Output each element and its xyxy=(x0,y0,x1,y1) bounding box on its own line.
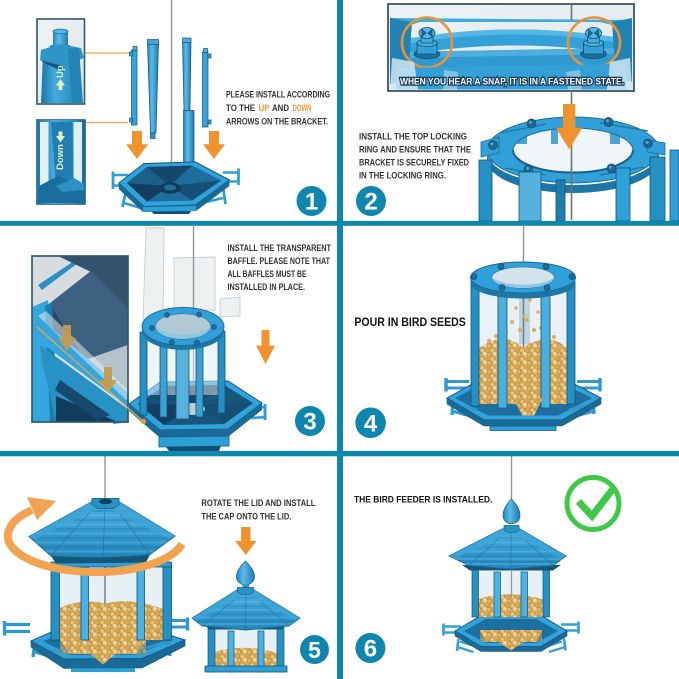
svg-text:ALL BAFFLES MUST BE: ALL BAFFLES MUST BE xyxy=(228,269,307,280)
svg-text:POUR IN BIRD SEEDS: POUR IN BIRD SEEDS xyxy=(354,316,466,329)
svg-text:4: 4 xyxy=(364,410,378,437)
svg-text:DOWN: DOWN xyxy=(293,103,312,114)
svg-text:Up: Up xyxy=(55,65,66,78)
svg-text:6: 6 xyxy=(364,636,377,663)
svg-text:5: 5 xyxy=(308,637,321,663)
svg-text:ARROWS ON THE BRACKET.: ARROWS ON THE BRACKET. xyxy=(226,116,328,127)
svg-text:3: 3 xyxy=(303,409,316,436)
svg-text:THE CAP ONTO THE LID.: THE CAP ONTO THE LID. xyxy=(201,512,291,523)
svg-text:BAFFLE. PLEASE NOTE THAT: BAFFLE. PLEASE NOTE THAT xyxy=(228,256,331,267)
svg-text:2: 2 xyxy=(364,189,377,216)
svg-text:ROTATE THE LID AND INSTALL: ROTATE THE LID AND INSTALL xyxy=(201,498,315,509)
svg-text:PLEASE INSTALL ACCORDING: PLEASE INSTALL ACCORDING xyxy=(226,90,330,101)
svg-text:Down: Down xyxy=(55,144,66,170)
svg-text:RING AND ENSURE THAT THE: RING AND ENSURE THAT THE xyxy=(359,145,471,156)
svg-text:INSTALLED IN PLACE.: INSTALLED IN PLACE. xyxy=(228,282,306,293)
svg-text:TO THE: TO THE xyxy=(226,103,255,114)
svg-text:AND: AND xyxy=(272,103,289,114)
svg-text:1: 1 xyxy=(305,189,318,216)
svg-text:UP: UP xyxy=(259,103,270,114)
svg-text:WHEN YOU HEAR A SNAP, IT IS IN: WHEN YOU HEAR A SNAP, IT IS IN A FASTENE… xyxy=(400,77,624,87)
svg-text:THE BIRD FEEDER IS INSTALLED.: THE BIRD FEEDER IS INSTALLED. xyxy=(354,495,492,506)
svg-text:IN THE LOCKING RING.: IN THE LOCKING RING. xyxy=(359,171,446,182)
svg-text:INSTALL THE TOP LOCKING: INSTALL THE TOP LOCKING xyxy=(359,132,467,143)
svg-text:INSTALL THE TRANSPARENT: INSTALL THE TRANSPARENT xyxy=(228,243,332,254)
svg-text:BRACKET IS SECURELY FIXED: BRACKET IS SECURELY FIXED xyxy=(359,158,469,169)
